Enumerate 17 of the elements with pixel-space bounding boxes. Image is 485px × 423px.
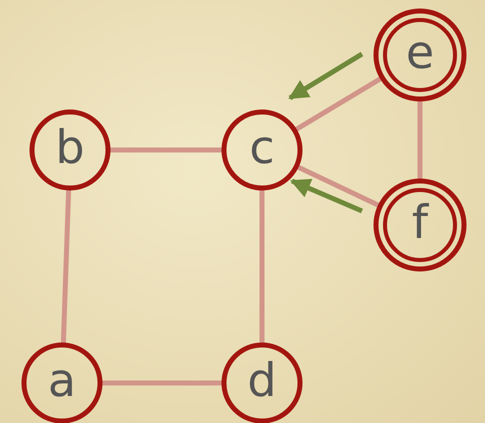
state-circle — [29, 109, 111, 191]
connector-line — [418, 99, 422, 181]
node-label: a — [46, 357, 78, 403]
node-label: d — [246, 357, 278, 403]
accept-state-circle — [373, 178, 467, 272]
node-label: b — [54, 124, 86, 170]
connector-line — [108, 148, 224, 152]
node-label: f — [410, 199, 430, 245]
connector-line — [293, 76, 384, 133]
connector-line — [260, 188, 264, 345]
node-label: e — [404, 29, 436, 75]
accept-state-circle — [373, 8, 467, 102]
connector-line — [295, 164, 382, 208]
state-circle — [221, 109, 303, 191]
connector-line — [60, 188, 72, 346]
node-label: c — [248, 124, 276, 170]
connector-line — [100, 380, 224, 386]
